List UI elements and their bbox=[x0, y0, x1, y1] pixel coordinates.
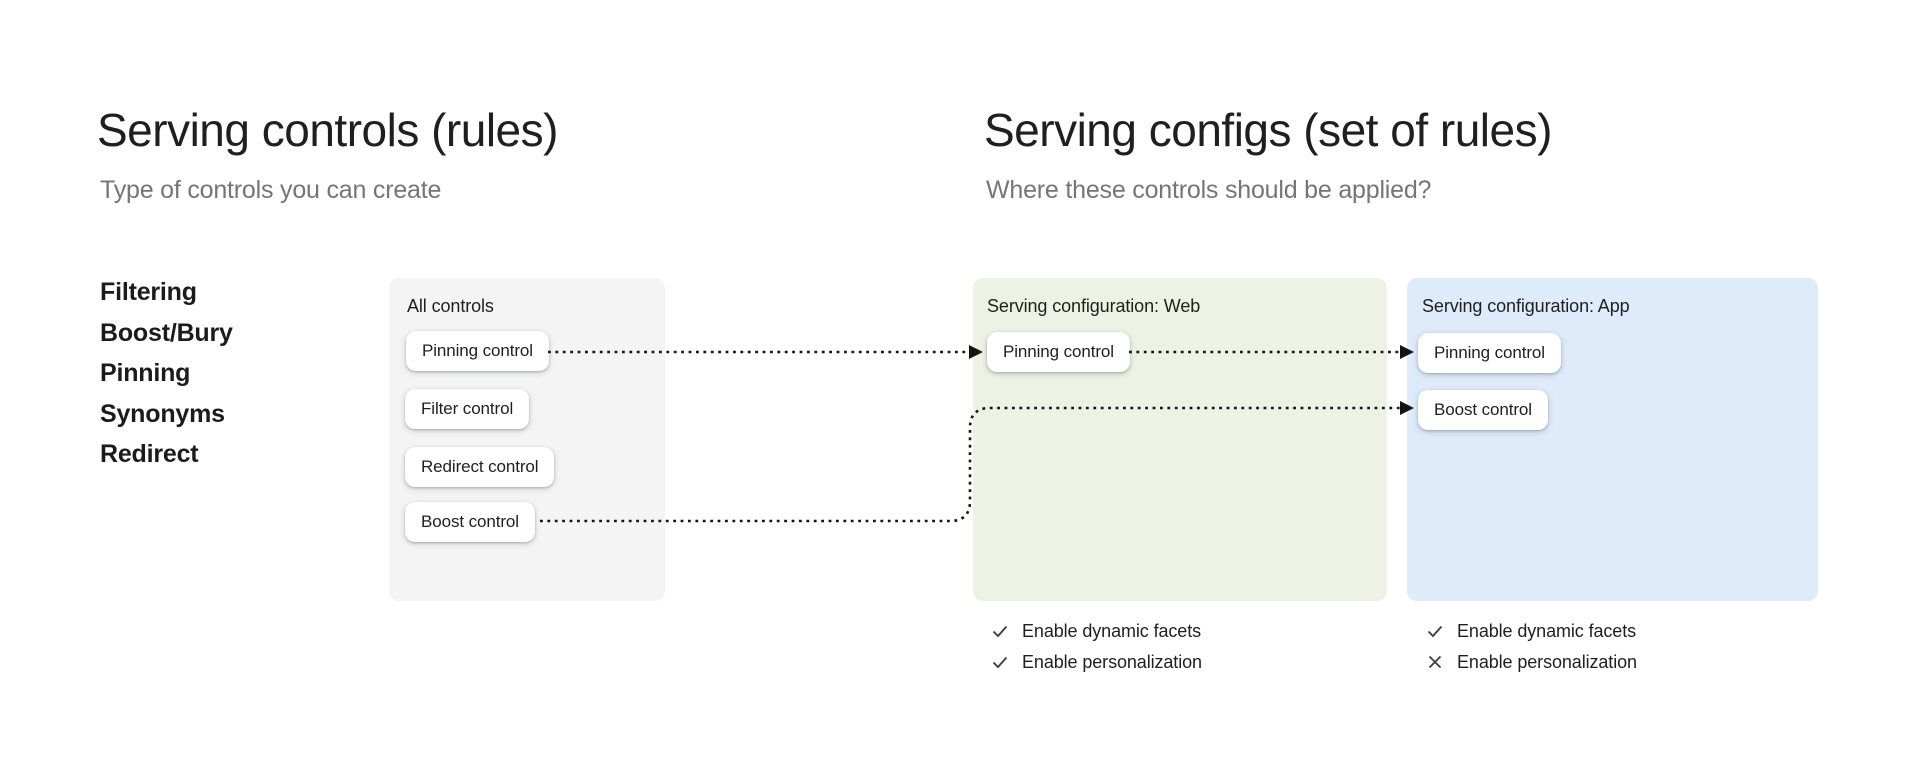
right-section-subtitle: Where these controls should be applied? bbox=[986, 176, 1432, 204]
setting-label: Enable personalization bbox=[1022, 651, 1202, 672]
app-config-settings: Enable dynamic facets Enable personaliza… bbox=[1426, 620, 1637, 673]
boost-control-chip[interactable]: Boost control bbox=[405, 502, 535, 542]
filter-control-chip[interactable]: Filter control bbox=[405, 389, 530, 429]
control-type-redirect: Redirect bbox=[100, 440, 199, 468]
setting-label: Enable personalization bbox=[1457, 651, 1637, 672]
check-icon bbox=[1427, 625, 1443, 638]
check-icon bbox=[992, 656, 1008, 669]
app-pinning-control-chip[interactable]: Pinning control bbox=[1418, 333, 1561, 373]
right-section-title: Serving configs (set of rules) bbox=[984, 104, 1552, 156]
app-config-card-label: Serving configuration: App bbox=[1422, 296, 1630, 316]
web-config-settings: Enable dynamic facets Enable personaliza… bbox=[991, 620, 1202, 673]
control-type-pinning: Pinning bbox=[100, 359, 191, 387]
control-type-filtering: Filtering bbox=[100, 278, 197, 306]
control-type-list: Filtering Boost/Bury Pinning Synonyms Re… bbox=[100, 272, 233, 475]
left-section-title: Serving controls (rules) bbox=[97, 104, 558, 156]
web-config-card: Serving configuration: Web Pinning contr… bbox=[973, 278, 1387, 601]
web-config-card-label: Serving configuration: Web bbox=[987, 296, 1201, 316]
app-setting-personalization: Enable personalization bbox=[1426, 651, 1637, 673]
web-pinning-control-chip[interactable]: Pinning control bbox=[987, 332, 1130, 372]
setting-label: Enable dynamic facets bbox=[1457, 620, 1636, 641]
pinning-control-chip[interactable]: Pinning control bbox=[406, 331, 549, 371]
web-setting-personalization: Enable personalization bbox=[991, 651, 1202, 673]
all-controls-card: All controls Pinning control Filter cont… bbox=[389, 278, 665, 601]
app-boost-control-chip[interactable]: Boost control bbox=[1418, 390, 1548, 430]
redirect-control-chip[interactable]: Redirect control bbox=[405, 447, 555, 487]
control-type-boost-bury: Boost/Bury bbox=[100, 318, 233, 347]
app-setting-dynamic-facets: Enable dynamic facets bbox=[1426, 620, 1637, 642]
all-controls-card-label: All controls bbox=[407, 296, 494, 316]
control-type-synonyms: Synonyms bbox=[100, 399, 225, 428]
app-config-card: Serving configuration: App Pinning contr… bbox=[1407, 278, 1818, 601]
web-setting-dynamic-facets: Enable dynamic facets bbox=[991, 620, 1202, 642]
x-icon bbox=[1428, 655, 1442, 669]
check-icon bbox=[992, 625, 1008, 638]
setting-label: Enable dynamic facets bbox=[1022, 620, 1201, 641]
left-section-subtitle: Type of controls you can create bbox=[100, 176, 442, 204]
